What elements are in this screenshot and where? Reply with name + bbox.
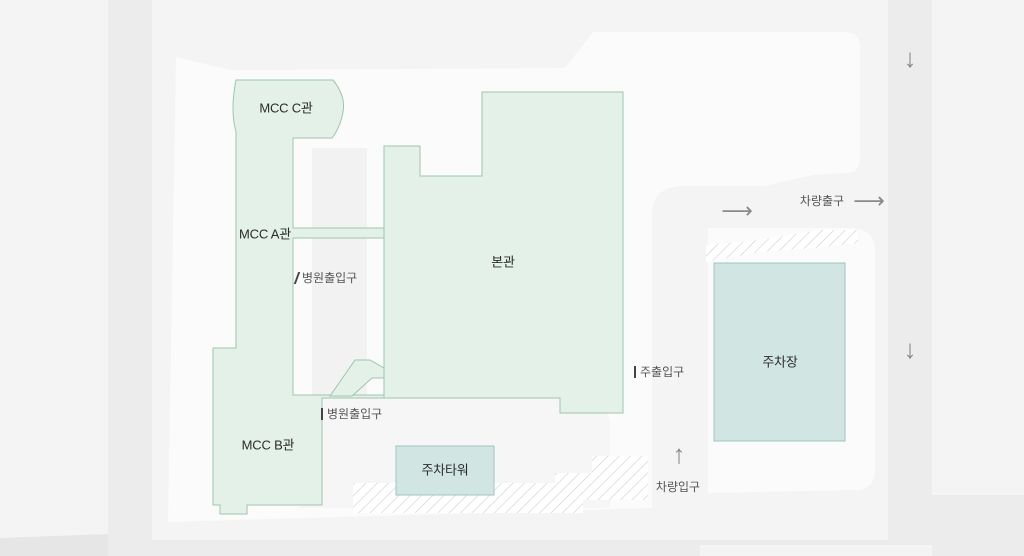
entrance-marker-icon <box>634 366 636 378</box>
parking-lot-outline <box>713 262 846 442</box>
main-building-label: 본관 <box>491 254 515 270</box>
arrow-up-icon: ↑ <box>672 439 686 469</box>
connector-bridge <box>329 359 385 397</box>
arrow-right-icon: ⟶ <box>853 188 885 213</box>
block-bottom <box>700 545 932 556</box>
mcc-b-label: MCC B관 <box>241 437 295 453</box>
parking-lot-label: 주차장 <box>762 354 798 370</box>
hospital-entrance-lower: 병원출입구 <box>321 408 382 420</box>
mcc-a-label: MCC A관 <box>239 226 291 242</box>
block-right <box>932 0 1024 495</box>
main-entrance: 주출입구 <box>634 366 684 378</box>
entrance-marker-icon <box>321 408 323 420</box>
main-building-outline <box>383 91 624 414</box>
arrow-down-icon: ↓ <box>903 43 917 73</box>
arrow-right-icon: ⟶ <box>721 198 753 223</box>
vehicle-exit-label: 차량출구 <box>799 194 845 208</box>
parking-tower-label: 주차타워 <box>421 462 469 478</box>
arrow-down-icon: ↓ <box>903 334 917 364</box>
hospital-entrance-upper: 병원출입구 <box>293 272 357 284</box>
hatched-driveway-right <box>555 456 648 500</box>
road-strip-left <box>0 534 108 556</box>
mcc-c-label: MCC C관 <box>259 100 313 116</box>
courtyard <box>312 148 367 396</box>
vehicle-entrance-label: 차량입구 <box>655 480 701 494</box>
block-left <box>0 0 108 556</box>
hatched-driveway-parking <box>706 230 858 262</box>
parking-tower-outline <box>395 445 495 496</box>
